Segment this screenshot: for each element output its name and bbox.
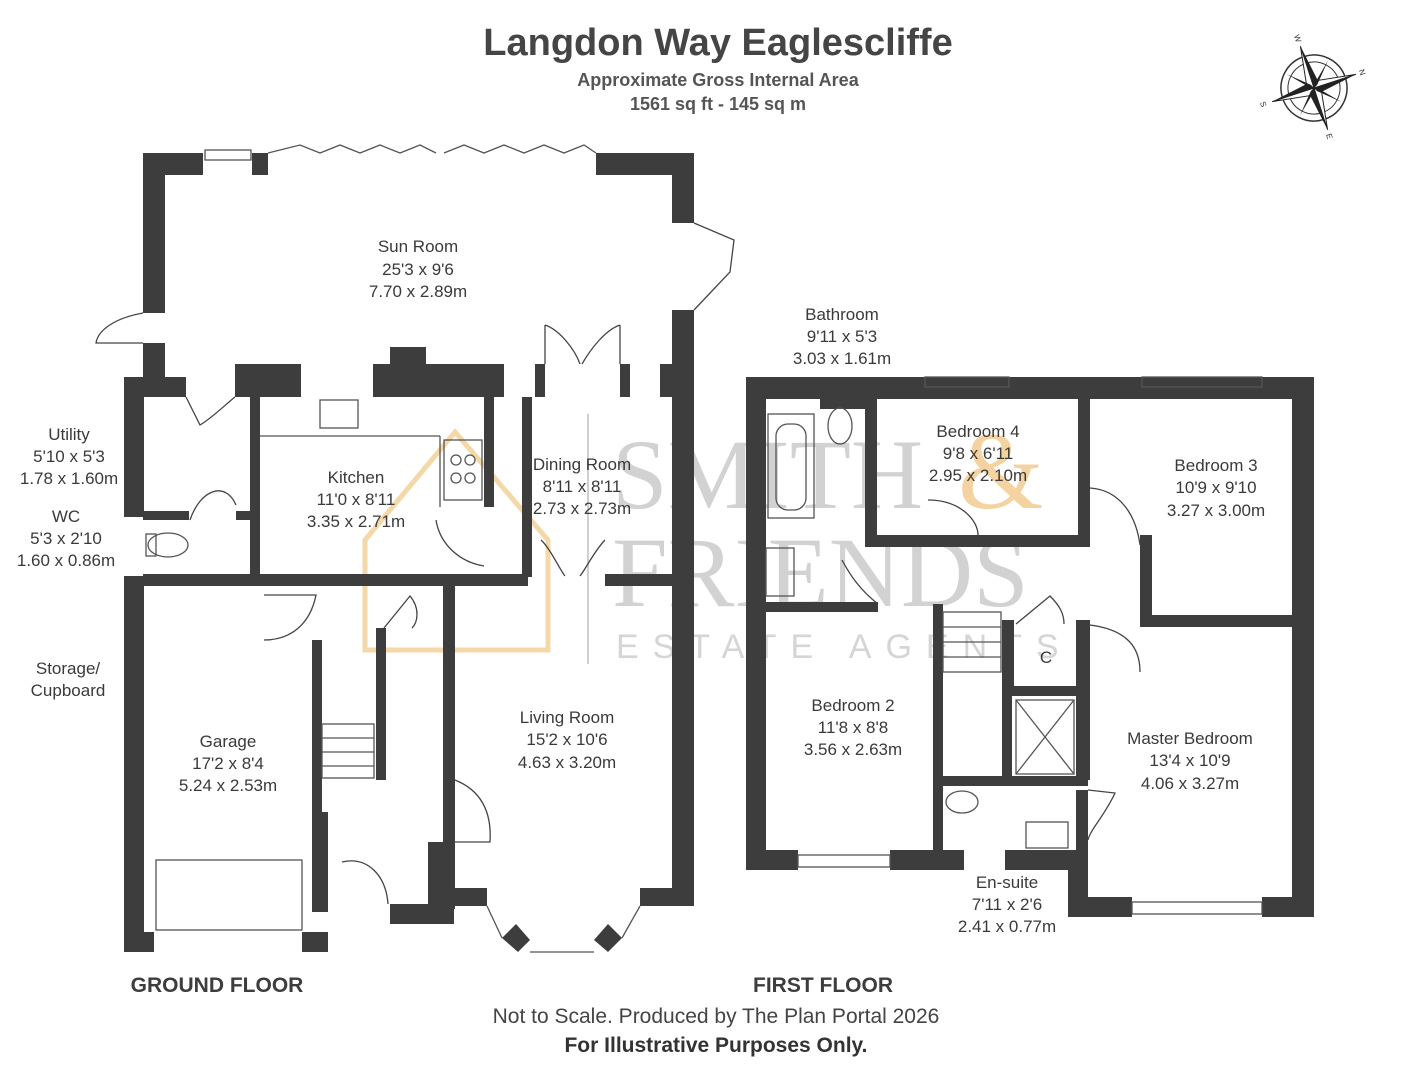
room-dining-name: Dining Room: [533, 455, 631, 474]
sun-room-french-door-icon: [693, 222, 735, 311]
room-master-name: Master Bedroom: [1127, 729, 1253, 748]
room-bed3-name: Bedroom 3: [1174, 456, 1257, 475]
ground-floor-label: GROUND FLOOR: [131, 974, 304, 997]
ensuite-toilet-icon: [945, 790, 979, 814]
room-sun-room-metric: 7.70 x 2.89m: [369, 282, 467, 301]
watermark-amp: &: [958, 410, 1044, 532]
bifold-door-right-icon: [443, 144, 597, 154]
kitchen-door-icon: [435, 519, 485, 567]
window-icon: [1141, 376, 1263, 388]
first-floor-fixtures: [765, 376, 1263, 915]
hall-door-icon: [454, 779, 491, 843]
cupboard-door-icon: [383, 594, 418, 629]
bedroom4-door-icon: [927, 499, 979, 536]
room-garage-metric: 5.24 x 2.53m: [179, 776, 277, 795]
bathroom-door-icon: [841, 559, 879, 605]
room-bed4-name: Bedroom 4: [936, 422, 1019, 441]
room-master-imperial: 13'4 x 10'9: [1149, 751, 1230, 770]
first-floor-walls: [746, 377, 1314, 917]
room-bed4-imperial: 9'8 x 6'11: [943, 444, 1013, 463]
room-master-metric: 4.06 x 3.27m: [1141, 774, 1239, 793]
room-wc-metric: 1.60 x 0.86m: [17, 551, 115, 570]
room-wc-name: WC: [52, 507, 80, 526]
bifold-door-left-icon: [267, 144, 437, 154]
room-utility-name: Utility: [48, 425, 90, 444]
ground-floor-labels: Sun Room 25'3 x 9'6 7.70 x 2.89m Utility…: [17, 237, 631, 997]
room-ensuite-metric: 2.41 x 0.77m: [958, 917, 1056, 936]
room-dining-metric: 2.73 x 2.73m: [533, 499, 631, 518]
room-kitchen-metric: 3.35 x 2.71m: [307, 512, 405, 531]
ground-floor-fixtures: [95, 144, 735, 953]
window-icon: [797, 854, 891, 868]
room-bed2-name: Bedroom 2: [811, 696, 894, 715]
room-living-imperial: 15'2 x 10'6: [526, 730, 607, 749]
room-utility-metric: 1.78 x 1.60m: [20, 469, 118, 488]
cupboard-c-door-icon: [1015, 595, 1065, 625]
side-door-icon: [95, 312, 144, 344]
compass-rose-icon: N E S W: [1258, 34, 1367, 141]
room-garage-imperial: 17'2 x 8'4: [192, 754, 264, 773]
room-bed2-metric: 3.56 x 2.63m: [804, 740, 902, 759]
room-bathroom-imperial: 9'11 x 5'3: [807, 327, 877, 346]
plan-title: Langdon Way Eaglescliffe: [483, 22, 953, 64]
plan-subtitle: Approximate Gross Internal Area: [577, 70, 859, 90]
footer-produced-by: Not to Scale. Produced by The Plan Porta…: [492, 1005, 940, 1028]
ground-floor-walls: [124, 153, 694, 952]
compass-west: W: [1292, 34, 1303, 44]
room-bed2-imperial: 11'8 x 8'8: [818, 718, 888, 737]
window-icon: [1131, 901, 1263, 915]
ensuite-door-icon: [1087, 789, 1116, 841]
sink-icon: [319, 399, 359, 429]
shower-icon: [1015, 699, 1075, 775]
master-door-icon: [1089, 624, 1141, 673]
garage-door-icon: [263, 594, 317, 641]
window-icon: [204, 149, 252, 161]
room-storage-name2: Cupboard: [31, 681, 106, 700]
bath-icon: [767, 413, 815, 519]
room-wc-imperial: 5'3 x 2'10: [30, 529, 102, 548]
toilet-icon: [147, 532, 189, 558]
room-ensuite-name: En-suite: [976, 873, 1038, 892]
room-cupboard-name: C: [1040, 648, 1052, 667]
stairs-icon: [321, 723, 375, 779]
toilet-icon: [827, 407, 853, 445]
room-bed3-metric: 3.27 x 3.00m: [1167, 501, 1265, 520]
garage-door-panel-icon: [155, 859, 303, 931]
room-garage-name: Garage: [200, 732, 257, 751]
first-floor-labels: Bathroom 9'11 x 5'3 3.03 x 1.61m Bedroom…: [753, 305, 1265, 997]
front-door-icon: [341, 860, 389, 905]
plan-area: 1561 sq ft - 145 sq m: [629, 94, 807, 114]
basin-icon: [765, 547, 795, 597]
dining-door-right-icon: [581, 324, 621, 365]
compass-south: S: [1258, 100, 1268, 108]
room-storage-name1: Storage/: [36, 659, 101, 678]
hob-icon: [443, 439, 483, 501]
room-bed4-metric: 2.95 x 2.10m: [929, 466, 1027, 485]
room-bed3-imperial: 10'9 x 9'10: [1175, 478, 1256, 497]
room-kitchen-imperial: 11'0 x 8'11: [317, 490, 396, 509]
room-bathroom-name: Bathroom: [805, 305, 879, 324]
ensuite-basin-icon: [1025, 821, 1069, 849]
window-icon: [924, 376, 1010, 388]
room-utility-imperial: 5'10 x 5'3: [33, 447, 105, 466]
wc-door-icon: [189, 490, 237, 521]
footer-disclaimer: For Illustrative Purposes Only.: [564, 1034, 868, 1057]
room-kitchen-name: Kitchen: [328, 468, 385, 487]
utility-door-icon: [185, 396, 236, 426]
room-living-name: Living Room: [520, 708, 615, 727]
compass-north: N: [1357, 68, 1367, 76]
room-sun-room-name: Sun Room: [378, 237, 458, 256]
living-double-door-icon: [540, 539, 606, 577]
room-dining-imperial: 8'11 x 8'11: [543, 477, 622, 496]
room-living-metric: 4.63 x 3.20m: [518, 753, 616, 772]
first-floor-label: FIRST FLOOR: [753, 974, 893, 997]
bedroom3-door-icon: [1089, 487, 1141, 546]
dining-door-left-icon: [544, 324, 581, 365]
compass-east: E: [1324, 132, 1334, 140]
room-ensuite-imperial: 7'11 x 2'6: [972, 895, 1042, 914]
room-bathroom-metric: 3.03 x 1.61m: [793, 349, 891, 368]
room-sun-room-imperial: 25'3 x 9'6: [382, 260, 454, 279]
